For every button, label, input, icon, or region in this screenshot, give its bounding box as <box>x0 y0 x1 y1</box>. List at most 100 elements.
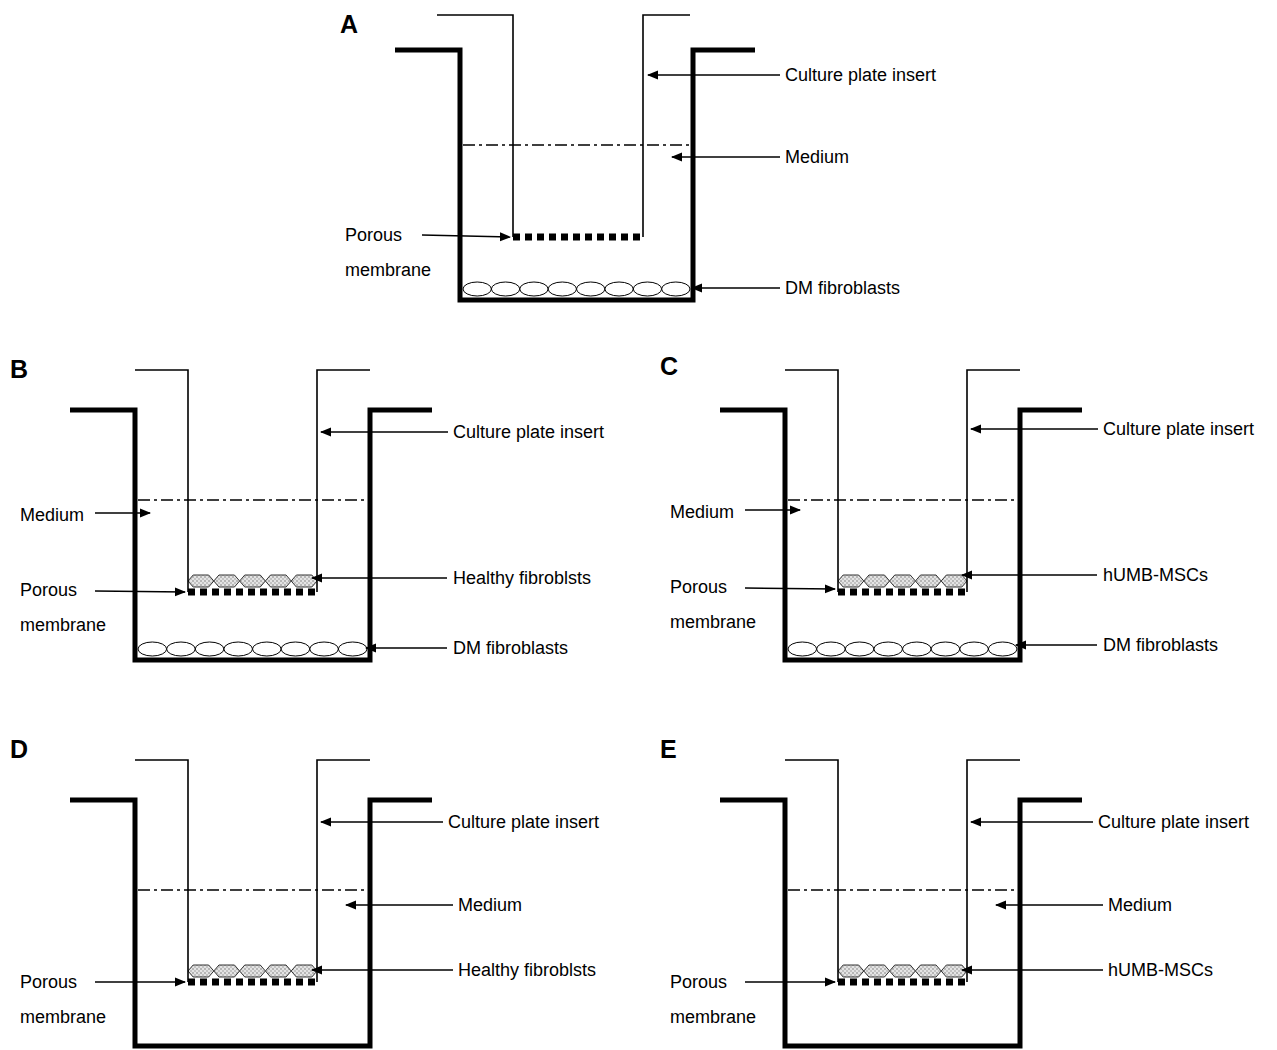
part-label: Medium <box>670 501 734 523</box>
dm-fibroblast <box>138 642 167 656</box>
part-label: Porous membrane <box>345 218 435 288</box>
seeded-cell <box>941 575 967 587</box>
dm-fibroblast <box>224 642 253 656</box>
panel-letter: C <box>660 352 678 380</box>
dm-fibroblast <box>788 642 817 656</box>
leader-arrow <box>321 821 443 822</box>
dm-fibroblast <box>845 642 874 656</box>
dm-fibroblast <box>931 642 960 656</box>
well-wall <box>720 800 1082 1046</box>
well-wall <box>395 50 755 300</box>
leader-arrow <box>312 969 453 970</box>
leader-arrow <box>672 156 780 157</box>
seeded-cell <box>188 965 214 977</box>
dm-fibroblast <box>491 282 519 296</box>
culture-well <box>70 760 432 1046</box>
seeded-cell <box>214 965 240 977</box>
seeded-cell <box>864 575 890 587</box>
part-label: Medium <box>785 146 849 168</box>
culture-well <box>720 760 1082 1046</box>
dm-fibroblast <box>520 282 548 296</box>
part-label: hUMB-MSCs <box>1108 959 1213 981</box>
part-label: hUMB-MSCs <box>1103 564 1208 586</box>
leader-arrow <box>745 588 835 589</box>
part-label: Porous membrane <box>20 573 110 643</box>
panel-letter: B <box>10 355 28 383</box>
medium-level <box>788 499 1017 501</box>
insert-wall <box>785 760 838 982</box>
part-label: Culture plate insert <box>785 64 936 86</box>
dm-fibroblast <box>195 642 224 656</box>
leader-arrow <box>996 904 1103 905</box>
part-label: Porous membrane <box>20 965 110 1035</box>
seeded-cell <box>838 965 864 977</box>
part-label: DM fibroblasts <box>453 637 568 659</box>
part-label: DM fibroblasts <box>785 277 900 299</box>
dm-fibroblast <box>310 642 339 656</box>
porous-membrane <box>838 979 967 986</box>
dm-fibroblast <box>548 282 576 296</box>
part-label: Culture plate insert <box>1098 811 1249 833</box>
leader-arrow <box>366 647 447 648</box>
seeded-cell <box>890 965 916 977</box>
panel-letter: E <box>660 735 677 763</box>
porous-membrane <box>513 234 643 241</box>
seeded-cell <box>188 575 214 587</box>
insert-wall <box>135 370 188 592</box>
dm-fibroblast <box>253 642 282 656</box>
part-label: Healthy fibroblsts <box>458 959 596 981</box>
leader-arrow <box>346 904 453 905</box>
porous-membrane <box>188 979 317 986</box>
dm-fibroblast <box>874 642 903 656</box>
well-wall <box>70 800 432 1046</box>
part-label: Culture plate insert <box>1103 418 1254 440</box>
insert-wall <box>317 370 370 592</box>
dm-fibroblast <box>960 642 989 656</box>
insert-wall <box>135 760 188 982</box>
dm-fibroblast <box>338 642 367 656</box>
culture-well <box>70 370 432 660</box>
seeded-cell <box>941 965 967 977</box>
part-label: Medium <box>20 504 84 526</box>
leader-arrow <box>648 74 780 75</box>
leader-arrow <box>962 969 1103 970</box>
leader-arrow <box>745 509 800 510</box>
dm-fibroblast <box>463 282 491 296</box>
insert-wall <box>317 760 370 982</box>
seeded-cell <box>915 965 941 977</box>
porous-membrane <box>838 589 967 596</box>
leader-arrow <box>745 981 835 982</box>
part-label: Porous membrane <box>670 965 760 1035</box>
part-label: Culture plate insert <box>453 421 604 443</box>
leader-arrow <box>312 577 447 578</box>
culture-well <box>720 370 1082 660</box>
leader-arrow <box>971 428 1098 429</box>
seeded-cell <box>915 575 941 587</box>
part-label: Medium <box>458 894 522 916</box>
porous-membrane <box>188 589 317 596</box>
leader-arrow <box>422 235 510 237</box>
dm-fibroblast <box>605 282 633 296</box>
seeded-cell <box>291 965 317 977</box>
dm-fibroblast <box>577 282 605 296</box>
seeded-cell <box>265 575 291 587</box>
part-label: Culture plate insert <box>448 811 599 833</box>
medium-level <box>788 889 1017 891</box>
leader-arrow <box>962 574 1097 575</box>
dm-fibroblast <box>633 282 661 296</box>
dm-fibroblast <box>817 642 846 656</box>
leader-arrow <box>692 287 780 288</box>
panel-letter: A <box>340 10 358 38</box>
leader-arrow <box>95 981 185 982</box>
seeded-cell <box>240 575 266 587</box>
dm-fibroblast <box>281 642 310 656</box>
seeded-cell <box>265 965 291 977</box>
leader-arrow <box>971 821 1093 822</box>
medium-level <box>463 144 690 146</box>
seeded-cell <box>864 965 890 977</box>
well-wall <box>70 410 432 660</box>
leader-arrow <box>95 591 185 592</box>
seeded-cell <box>890 575 916 587</box>
leader-arrow <box>1016 644 1097 645</box>
leader-arrow <box>95 512 150 513</box>
